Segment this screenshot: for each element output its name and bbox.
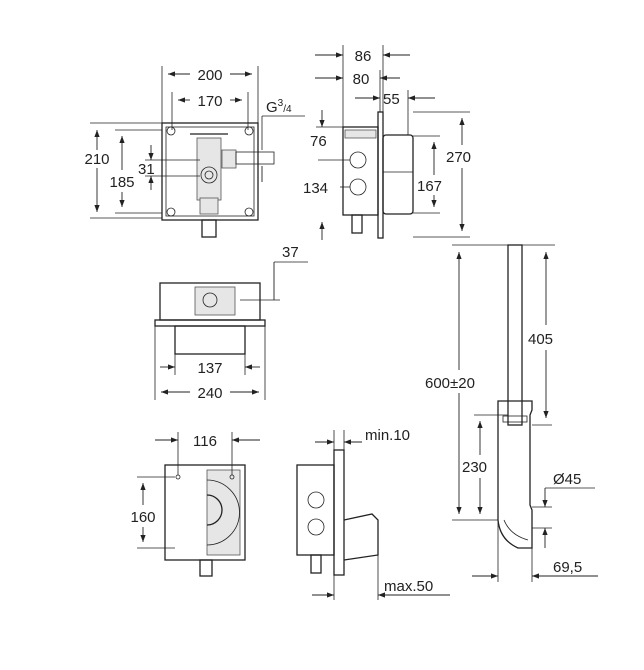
dim-86: 86 bbox=[355, 48, 372, 65]
dim-210: 210 bbox=[84, 151, 109, 168]
front-view: 200 170 G3/4 210 185 31 bbox=[84, 66, 305, 238]
cover-front-view: 116 160 bbox=[130, 432, 260, 577]
dim-240: 240 bbox=[197, 385, 222, 402]
dim-116: 116 bbox=[193, 433, 217, 450]
dim-min-10: min.10 bbox=[365, 427, 410, 444]
dim-37: 37 bbox=[282, 244, 299, 261]
dim-200: 200 bbox=[197, 67, 222, 84]
dim-137: 137 bbox=[197, 360, 222, 377]
dim-170: 170 bbox=[197, 93, 222, 110]
dim-160: 160 bbox=[130, 509, 155, 526]
flush-pipe-view: 600±20 405 230 Ø45 69,5 bbox=[425, 244, 598, 582]
dim-405: 405 bbox=[528, 331, 553, 348]
dim-80: 80 bbox=[353, 71, 370, 88]
dim-thread: G3/4 bbox=[266, 98, 292, 116]
dim-diameter-45: Ø45 bbox=[553, 471, 581, 488]
dim-270: 270 bbox=[446, 149, 471, 166]
dim-max-50: max.50 bbox=[384, 578, 433, 595]
dim-167: 167 bbox=[417, 178, 442, 195]
dim-69-5: 69,5 bbox=[553, 559, 582, 576]
dim-134: 134 bbox=[303, 180, 328, 197]
dim-76: 76 bbox=[310, 133, 327, 150]
top-view: 37 137 240 bbox=[154, 244, 308, 402]
dim-185: 185 bbox=[109, 174, 134, 191]
dim-230: 230 bbox=[462, 459, 487, 476]
cover-side-view: min.10 max.50 bbox=[296, 427, 450, 600]
side-view: 86 80 55 270 167 76 134 bbox=[303, 45, 471, 240]
dim-55: 55 bbox=[383, 91, 400, 108]
dim-31: 31 bbox=[138, 161, 155, 178]
dim-600: 600±20 bbox=[425, 375, 475, 392]
